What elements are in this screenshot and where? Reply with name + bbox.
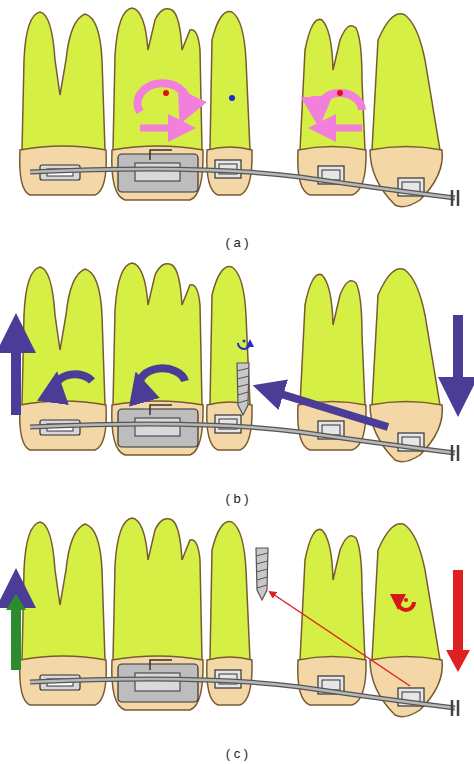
extrusion-arrow [453, 315, 463, 397]
resistance-center [163, 90, 169, 96]
panel-a-teeth [20, 8, 458, 207]
panel-label: ( c ) [226, 746, 248, 761]
panel-label: ( b ) [225, 491, 248, 506]
resistance-center [337, 90, 343, 96]
rotation-symbol [398, 602, 414, 610]
rotation-symbol [243, 340, 246, 343]
intrusion-arrow [11, 333, 21, 415]
traction-arrow [268, 390, 388, 427]
mini-implant [256, 548, 268, 600]
arrow-head [6, 594, 26, 610]
rotation-arrow [140, 368, 185, 387]
extrusion-arrow [453, 570, 463, 652]
panel-label: ( a ) [225, 235, 248, 250]
rotation-symbol [238, 343, 250, 349]
panel-c-teeth [6, 518, 470, 717]
rotation-arrow [55, 374, 92, 387]
traction-line [270, 592, 410, 686]
mini-implant [237, 363, 249, 415]
force-arrow [140, 125, 182, 132]
arrow-head [446, 650, 470, 672]
force-arrow [322, 125, 362, 132]
rotation-symbol [404, 598, 408, 602]
panel-b-teeth [16, 263, 458, 462]
resistance-center [229, 95, 235, 101]
rotation-arrow [137, 83, 187, 112]
